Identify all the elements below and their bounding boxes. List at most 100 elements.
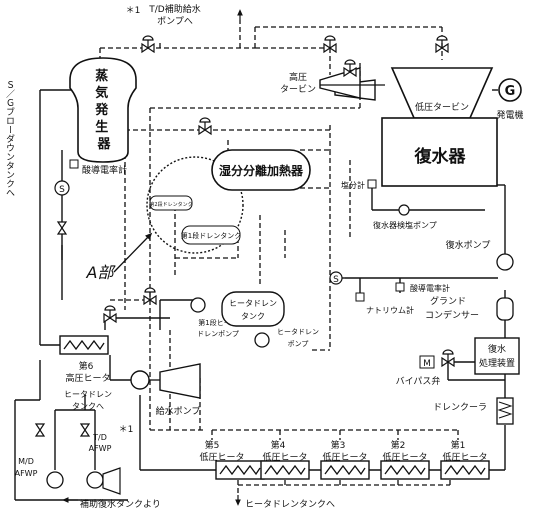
lp4-no: 第4 bbox=[271, 439, 286, 451]
hd-tank-label-1: ヒータドレン bbox=[229, 299, 277, 308]
treatment-unit bbox=[474, 337, 520, 375]
feed-pump-icon bbox=[130, 370, 150, 390]
hd-pump-label-1: ヒータドレン bbox=[277, 327, 319, 336]
valve-afw-td[interactable] bbox=[80, 423, 90, 437]
lp3-no: 第3 bbox=[331, 439, 346, 451]
generator-icon bbox=[498, 78, 522, 102]
valve-afw-md[interactable] bbox=[35, 423, 45, 437]
lp2-no: 第2 bbox=[391, 439, 406, 451]
acid-meter-label: 酸導電率計 bbox=[410, 283, 450, 293]
valve-hp-heater-drain[interactable] bbox=[103, 305, 117, 323]
lp5-no: 第5 bbox=[205, 439, 220, 451]
acid-meter-box bbox=[395, 282, 405, 292]
td-afwp-label-1: T/D bbox=[92, 433, 107, 442]
sg-blowdown-label: Ｓ／Ｇブローダウンタンクへ bbox=[4, 80, 15, 197]
hp6-drain-2: タンクへ bbox=[72, 402, 104, 411]
aux-feed-pump-line2: ポンプへ bbox=[157, 16, 193, 27]
cond-pump-label: 復水ポンプ bbox=[446, 239, 491, 251]
sg-char-4: 生 bbox=[95, 119, 108, 135]
hd-tank bbox=[221, 291, 285, 327]
hd-pump-icon bbox=[254, 332, 270, 348]
lp2-name: 低圧ヒータ bbox=[382, 451, 427, 463]
td-afwp-turbine bbox=[102, 467, 121, 495]
drain-tank-2 bbox=[149, 195, 193, 211]
steam-lines bbox=[99, 20, 459, 495]
lp-heater-1 bbox=[440, 460, 490, 480]
cond-s-mark: S bbox=[333, 275, 339, 285]
drain-pump-1-label-a: 第1段ヒータ bbox=[198, 318, 237, 327]
lp-heater-3 bbox=[320, 460, 370, 480]
msr-title: 湿分分離加熱器 bbox=[219, 163, 304, 178]
lp5-name: 低圧ヒータ bbox=[199, 451, 244, 463]
valve-sg-blowdown[interactable] bbox=[57, 221, 67, 235]
sg-cond-meter-box bbox=[69, 159, 79, 169]
lp3-name: 低圧ヒータ bbox=[322, 451, 367, 463]
md-afwp-label-2: AFWP bbox=[15, 469, 38, 478]
hp6-no: 第6 bbox=[79, 360, 94, 372]
generator-label: 発電機 bbox=[496, 109, 523, 121]
drain-pump-1-label-b: ドレンポンプ bbox=[197, 330, 239, 338]
sg-char-3: 発 bbox=[94, 102, 109, 118]
a-part-circle bbox=[146, 156, 244, 254]
gland-label-1: グランド bbox=[430, 295, 466, 307]
afw-from-tank: 補助復水タンクより bbox=[80, 498, 161, 510]
header-note-mark: ＊1 bbox=[126, 6, 141, 16]
na-meter-label: ナトリウム計 bbox=[366, 305, 414, 315]
md-afwp-label-1: M/D bbox=[18, 457, 34, 466]
drain-cooler-label: ドレンクーラ bbox=[433, 402, 487, 413]
hd-tank-to-label: ヒータドレンタンクへ bbox=[245, 499, 335, 510]
lp-turbine-label: 低圧タービン bbox=[415, 101, 469, 113]
bypass-motor bbox=[419, 355, 435, 369]
sg-char-2: 気 bbox=[95, 85, 108, 101]
sg-char-1: 蒸 bbox=[95, 68, 108, 84]
sg-cond-meter-label: 酸導電率計 bbox=[82, 164, 127, 176]
td-afwp-label-2: AFWP bbox=[89, 444, 112, 453]
drain-pump-1-icon bbox=[190, 297, 206, 313]
treatment-line-1: 復水 bbox=[488, 343, 506, 355]
condenser-title: 復水器 bbox=[414, 146, 467, 167]
gland-label-2: コンデンサー bbox=[425, 309, 479, 321]
hd-tank-label-2: タンク bbox=[241, 312, 265, 321]
treatment-line-2: 処理装置 bbox=[479, 357, 515, 369]
sg-s-mark: S bbox=[59, 185, 65, 195]
lp4-name: 低圧ヒータ bbox=[262, 451, 307, 463]
na-meter-box bbox=[355, 292, 365, 302]
valve-lp-inlet[interactable] bbox=[435, 35, 449, 53]
lp-heater-4 bbox=[260, 460, 310, 480]
bypass-motor-mark: M bbox=[423, 359, 431, 369]
steam-generator-label: 蒸 気 発 生 器 bbox=[94, 68, 113, 152]
lp1-name: 低圧ヒータ bbox=[442, 451, 487, 463]
drain-tank-1 bbox=[181, 225, 241, 245]
salt-pump-label: 復水器検塩ポンプ bbox=[373, 220, 437, 230]
sg-char-5: 器 bbox=[96, 137, 111, 152]
lp-heater-train bbox=[215, 460, 490, 480]
feed-pump-turbine bbox=[159, 363, 201, 399]
hp-turbine-label-1: 高圧 bbox=[289, 71, 307, 83]
td-afwp-icon bbox=[86, 471, 104, 489]
lp-heater-2 bbox=[380, 460, 430, 480]
salt-meter-box bbox=[367, 179, 377, 189]
gland-condenser bbox=[496, 297, 514, 321]
salt-meter-label: 塩分計 bbox=[341, 180, 365, 190]
bypass-label: バイパス弁 bbox=[396, 375, 441, 387]
a-part-label: A部 bbox=[86, 263, 117, 282]
lp1-no: 第1 bbox=[451, 439, 466, 451]
md-afwp-icon bbox=[46, 471, 64, 489]
sg-s-sampler bbox=[54, 180, 70, 196]
cond-s-sampler bbox=[329, 271, 343, 285]
hp6-name: 高圧ヒータ bbox=[65, 372, 110, 384]
cond-pump-icon bbox=[496, 253, 514, 271]
drain-tank-1-label: 第1段ドレンタンク bbox=[181, 231, 241, 240]
lp-heater-5 bbox=[215, 460, 265, 480]
hp-turbine-label-2: タービン bbox=[280, 84, 316, 95]
generator-mark: G bbox=[505, 84, 516, 99]
salt-pump-icon bbox=[398, 204, 410, 216]
msr-drum bbox=[211, 149, 311, 191]
valve-sg-steam[interactable] bbox=[141, 35, 155, 53]
drain-tank-2-label: 第2段ドレンタンク bbox=[149, 201, 192, 208]
hp6-drain-1: ヒータドレン bbox=[64, 390, 112, 399]
valve-msr-steam[interactable] bbox=[198, 117, 212, 135]
afw-note-mark: ＊1 bbox=[119, 425, 134, 435]
